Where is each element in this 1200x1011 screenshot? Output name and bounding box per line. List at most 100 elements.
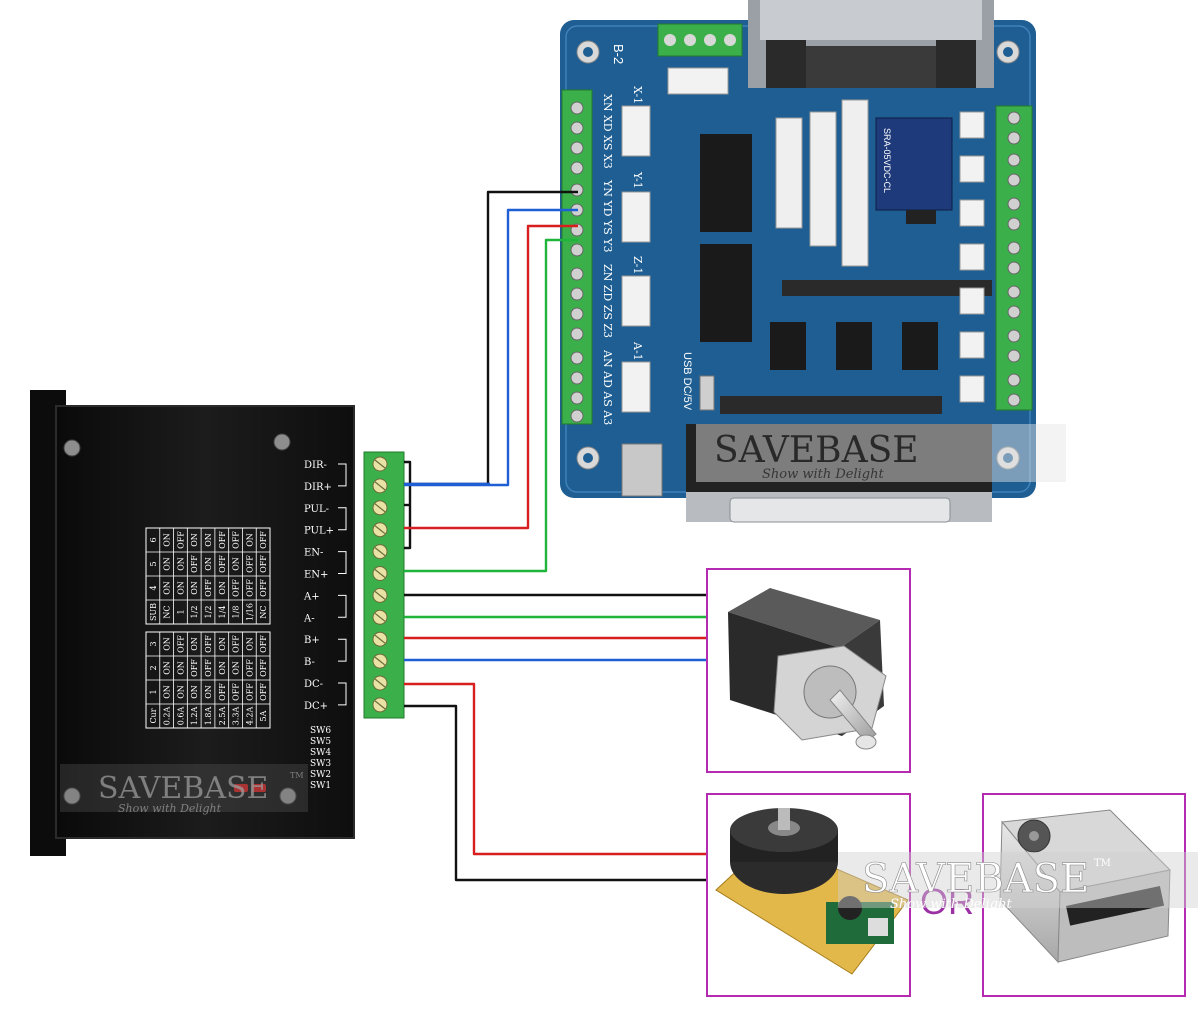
table-cell: 3.3A [232, 707, 241, 726]
table-cell: ON [190, 685, 199, 699]
table-cell: OFF [176, 531, 185, 549]
terminal-pair-bracket [338, 507, 347, 531]
table-cell: OFF [190, 555, 199, 573]
terminal-label-b-plus: B+ [304, 635, 320, 646]
axis-x-pins: XN XD XS X3 [601, 94, 614, 169]
wire-dc-minus [404, 682, 706, 856]
table-cell: OFF [245, 659, 254, 677]
table-cell: 4.2A [245, 707, 254, 726]
table-cell: ON [218, 661, 227, 675]
watermark-driver-tm: TM [290, 771, 304, 780]
table-cell: 1/4 [218, 606, 227, 619]
pcb-components: SRA-05VDC-CL USB DC/5V [621, 99, 992, 497]
watermark-power-tm: TM [1094, 858, 1111, 869]
axis-z-pins: ZN ZD ZS Z3 [601, 264, 614, 338]
status-leds [234, 784, 266, 792]
terminal-label-dir-plus: DIR+ [304, 482, 332, 493]
table-cell: OFF [218, 683, 227, 701]
watermark-board: SAVEBASE Show with Delight [696, 424, 1066, 482]
terminal-screw-slot [374, 569, 386, 578]
switch-label: SW4 [310, 748, 331, 758]
terminal-label-a-plus: A+ [303, 591, 320, 602]
table-cell: ON [176, 557, 185, 571]
wires [404, 190, 706, 882]
terminal-label-dc-minus: DC- [304, 679, 323, 690]
terminal-pair-bracket [338, 638, 347, 662]
table-cell: 5A [259, 710, 268, 721]
table-cell: 1.8A [204, 707, 213, 726]
axis-pin-labels: XN XD XS X3 YN YD YS Y3 ZN ZD ZS Z3 AN A… [601, 94, 614, 425]
wire-dc-plus [404, 704, 706, 882]
driver-terminal-labels: DIR-DIR+PUL-PUL+EN-EN+A+A-B+B-DC-DC+ [303, 460, 347, 712]
switch-label: SW5 [310, 737, 331, 747]
table-cell: OFF [259, 531, 268, 549]
db25-bottom-connector [686, 424, 992, 523]
table-cell: OFF [259, 683, 268, 701]
table-cell: OFF [232, 579, 241, 597]
terminal-screw-slot [374, 612, 386, 622]
table-cell: ON [190, 581, 199, 595]
axis-terminal-blocks [561, 89, 593, 425]
terminal-screw-slot [374, 459, 386, 469]
watermark-board-tagline: Show with Delight [762, 467, 885, 482]
current-table: Cur1230.2AONONON0.6AONONOFF1.2AONOFFON1.… [145, 631, 271, 729]
table-cell: ON [245, 637, 254, 651]
table-cell: NC [259, 605, 268, 618]
terminal-label-en-plus: EN+ [304, 570, 328, 581]
toroidal-transformer [715, 808, 909, 975]
watermark-driver-brand: SAVEBASE [98, 771, 268, 806]
driver-screws [63, 433, 297, 805]
axis-headers: X-1 Y-1 Z-1 A-1 [621, 86, 651, 413]
switch-label: SW3 [310, 759, 331, 769]
table-cell: 4 [149, 585, 158, 590]
stepper-motor-panel [706, 568, 911, 773]
psu-panel [982, 793, 1186, 997]
table-cell: ON [176, 581, 185, 595]
table-cell: ON [176, 685, 185, 699]
table-cell: 0.6A [176, 707, 185, 726]
terminal-screw-slot [374, 700, 386, 710]
table-cell: ON [163, 533, 172, 547]
table-cell: OFF [218, 555, 227, 573]
table-cell: ON [163, 581, 172, 595]
table-cell: ON [218, 637, 227, 651]
table-cell: ON [218, 581, 227, 595]
table-cell: Cur [149, 708, 158, 723]
table-cell: 1/2 [190, 606, 199, 619]
table-cell: OFF [204, 579, 213, 597]
terminal-label-pul-plus: PUL+ [304, 526, 334, 537]
terminal-screw-slot [374, 525, 386, 535]
terminal-pair-bracket [338, 551, 347, 574]
terminal-screw-slot [374, 503, 386, 513]
axis-y-pins: YN YD YS Y3 [601, 179, 614, 253]
table-cell: ON [204, 685, 213, 699]
table-cell: 1/8 [232, 606, 241, 619]
terminal-screw-slot [374, 547, 386, 557]
stepper-driver: SUB456NCONONON1ONONOFF1/2ONOFFON1/2OFFON… [30, 390, 405, 856]
watermark-driver-tagline: Show with Delight [118, 802, 222, 815]
wire-pul-red [404, 224, 578, 530]
table-cell: OFF [245, 579, 254, 597]
table-cell: 2 [149, 665, 158, 670]
table-cell: ON [163, 557, 172, 571]
b2-label: B-2 [611, 44, 626, 64]
driver-terminal-strip [363, 451, 405, 719]
table-cell: OFF [232, 531, 241, 549]
table-cell: ON [163, 661, 172, 675]
table-cell: 1.2A [190, 707, 199, 726]
table-cell: OFF [245, 683, 254, 701]
transformer-panel [706, 793, 911, 997]
table-cell: OFF [232, 635, 241, 653]
terminal-screw-slot [374, 481, 386, 491]
axis-z-tag: Z-1 [631, 256, 644, 274]
usb-dc-label: USB DC/5V [681, 352, 693, 411]
table-cell: 1/2 [204, 606, 213, 619]
switching-psu [999, 809, 1172, 964]
table-cell: ON [163, 637, 172, 651]
table-cell: ON [163, 685, 172, 699]
watermark-power: SAVEBASE Show with Delight TM [838, 852, 1198, 912]
table-cell: ON [232, 661, 241, 675]
microstep-table: SUB456NCONONON1ONONOFF1/2ONOFFON1/2OFFON… [145, 527, 271, 625]
table-cell: ON [176, 661, 185, 675]
